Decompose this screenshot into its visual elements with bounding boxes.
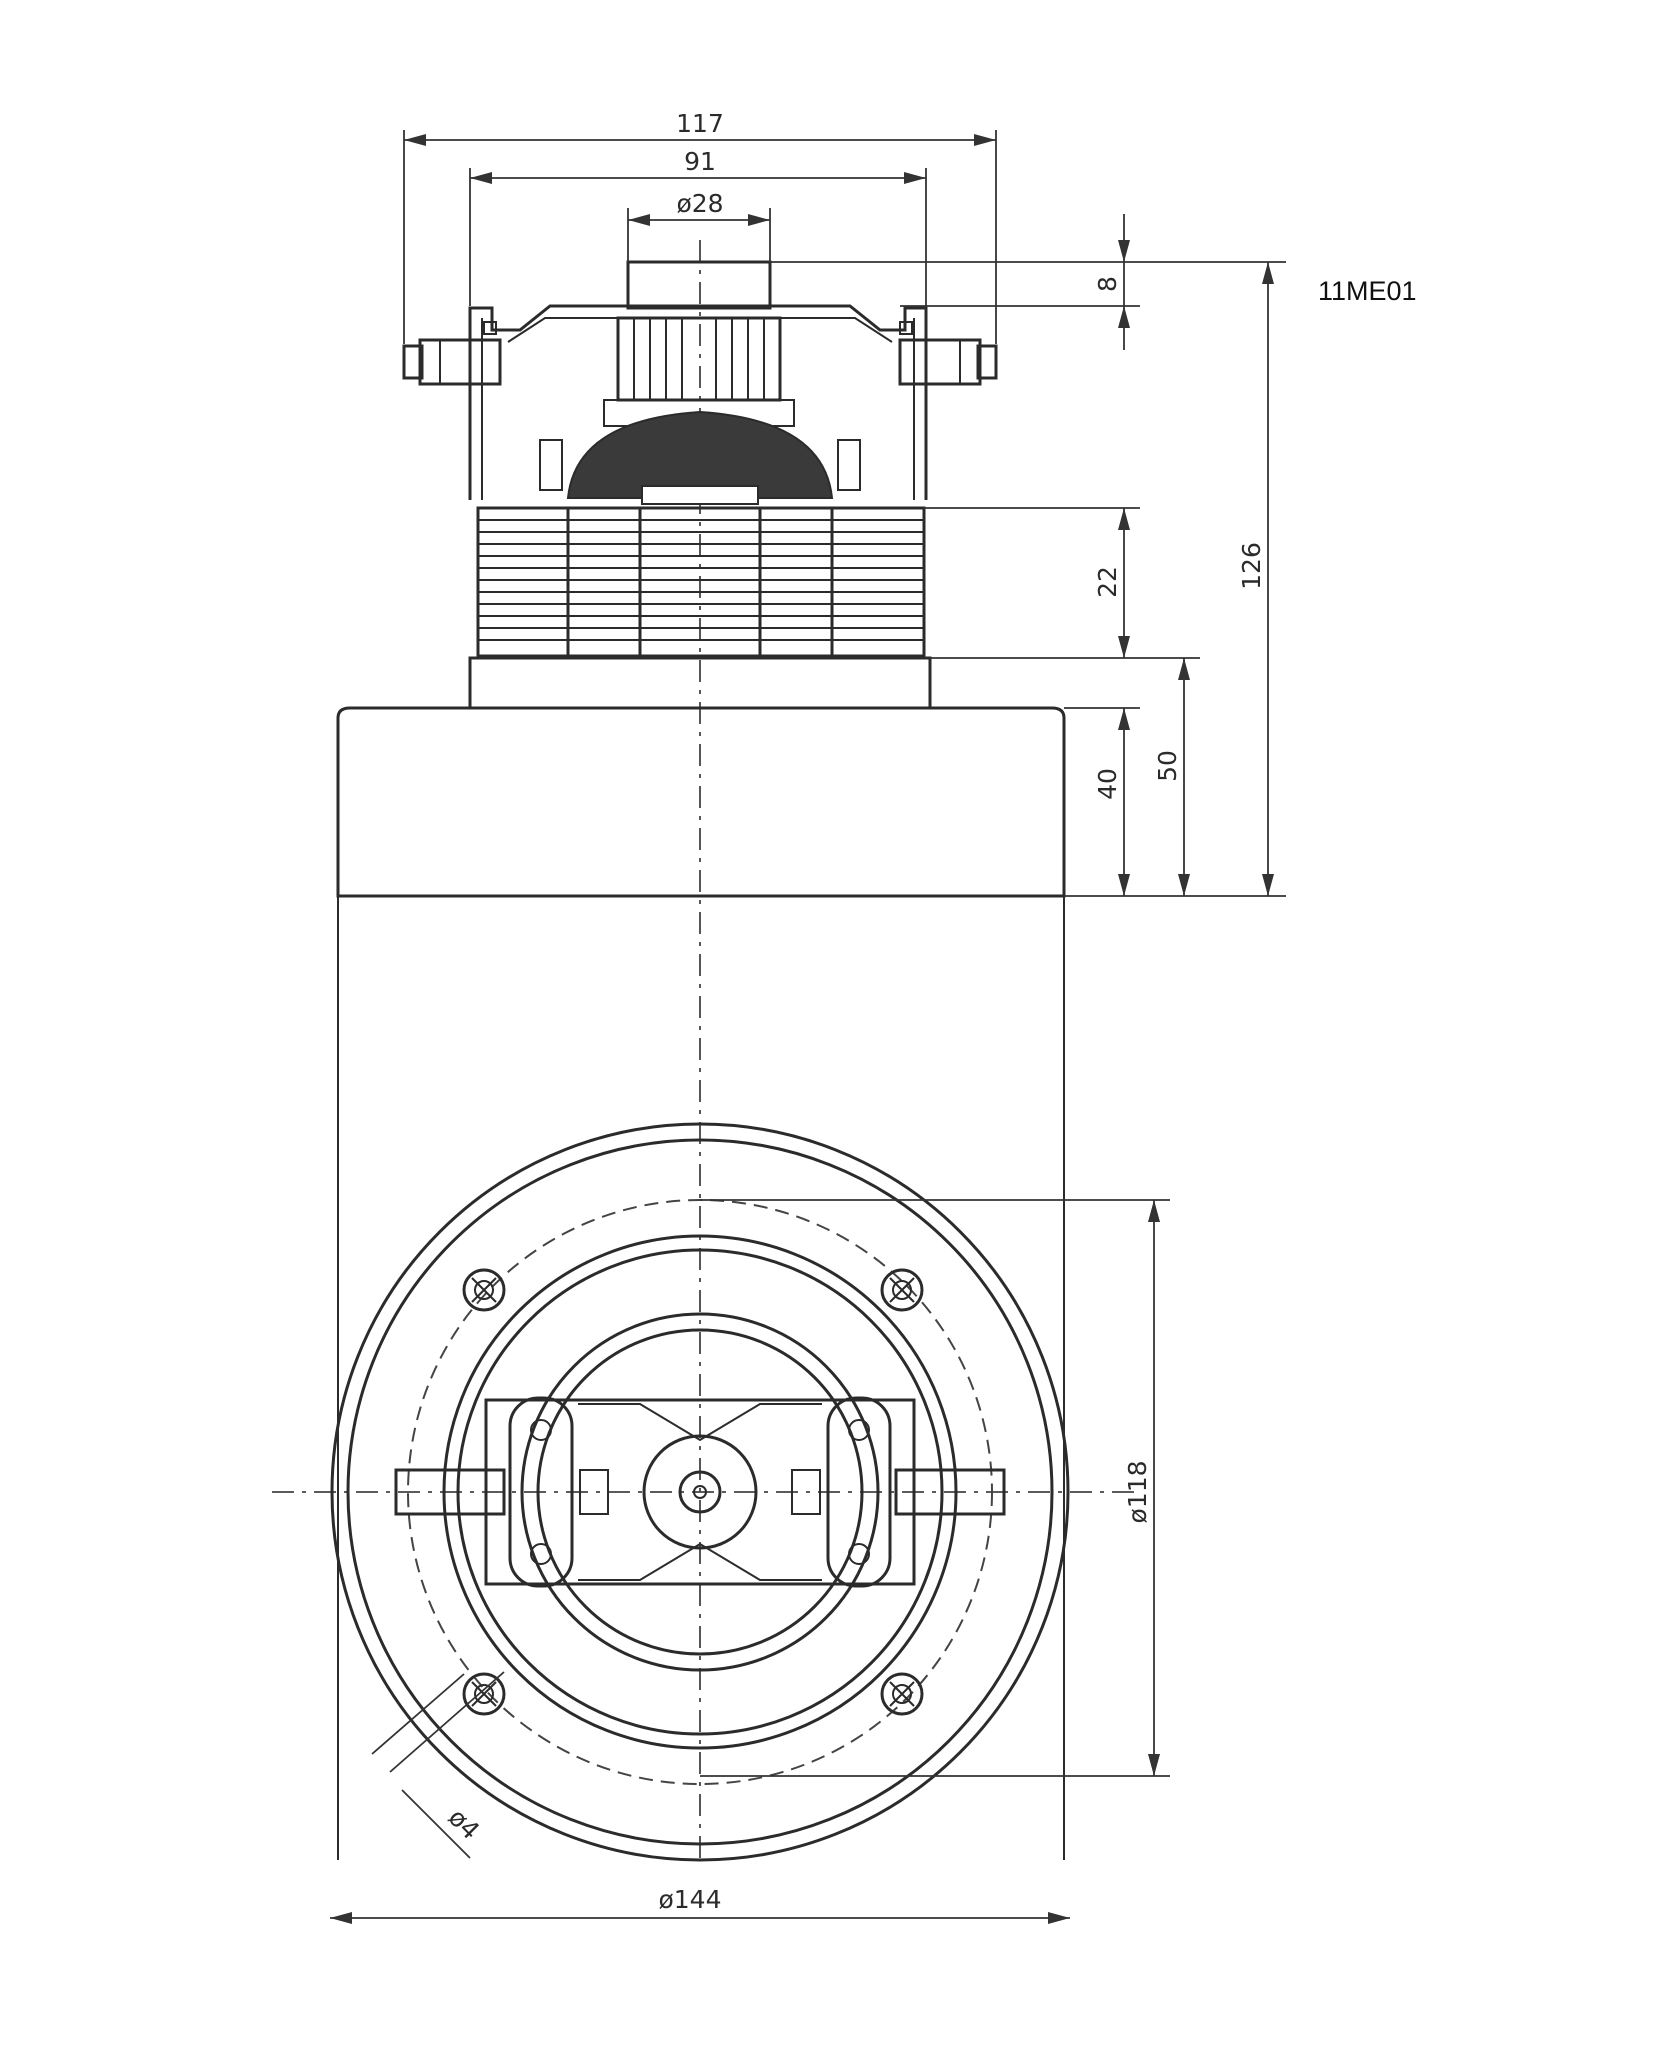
model-code-label: 11ME01 [1318, 276, 1417, 306]
stator-stack [476, 506, 926, 658]
dim-8: 8 [1093, 276, 1122, 292]
dim-22: 22 [1093, 566, 1122, 598]
commutator [603, 316, 795, 427]
brush-holder-right [898, 338, 998, 386]
shaft-top [626, 260, 772, 310]
dimension-lines [330, 130, 1286, 1924]
fan-housing [336, 706, 1066, 898]
dimension-labels: 117 91 ø28 8 22 40 50 126 ø118 ø4 ø144 [443, 109, 1266, 1914]
armature-winding [566, 410, 834, 499]
dim-bolt-circle: ø118 [1123, 1460, 1152, 1523]
brush-assembly [394, 1396, 1006, 1588]
dim-40: 40 [1093, 768, 1122, 800]
mounting-hole-bl [462, 1672, 506, 1716]
bottom-view [272, 1122, 1140, 1862]
dim-housing-dia: ø144 [658, 1885, 721, 1914]
dim-shaft-dia: ø28 [676, 189, 723, 218]
top-bracket [468, 304, 928, 500]
dim-50: 50 [1153, 750, 1182, 782]
mounting-hole-tr [880, 1268, 924, 1312]
dim-126: 126 [1237, 542, 1266, 590]
mounting-hole-tl [462, 1268, 506, 1312]
dim-hole-dia: ø4 [443, 1803, 486, 1846]
brush-holder-left [402, 338, 502, 386]
dim-117: 117 [676, 109, 724, 138]
mounting-hole-br [880, 1672, 924, 1716]
side-view [336, 240, 1066, 1860]
dim-91: 91 [684, 147, 716, 176]
